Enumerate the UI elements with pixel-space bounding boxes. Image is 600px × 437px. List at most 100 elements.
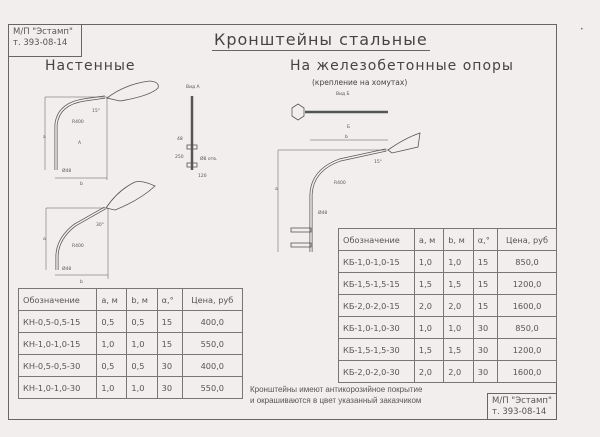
cell: 1,0 <box>443 250 474 273</box>
dim-radius: R400 <box>334 180 346 186</box>
stamp-sheet: т. 393-08-14 <box>492 407 547 417</box>
view-a-label: Вид А <box>186 84 201 90</box>
lamp-icon <box>106 80 159 102</box>
cell: 1600,0 <box>497 294 557 317</box>
dim-48: 48 <box>177 136 183 142</box>
cell: 2,0 <box>443 294 474 317</box>
cell: 1,5 <box>443 338 474 361</box>
header-price: Цена, руб <box>497 228 557 251</box>
view-b-label: Вид Б <box>336 91 350 97</box>
cell: 400,0 <box>181 354 244 377</box>
dim-b: b <box>345 134 348 140</box>
header-b: b, м <box>126 288 158 311</box>
dim-angle: 15° <box>374 159 382 165</box>
cell: КН-0,5-0,5-30 <box>17 354 98 377</box>
cell: 550,0 <box>181 332 244 355</box>
header-designation: Обозначение <box>17 288 98 311</box>
cell: 2,0 <box>443 360 474 383</box>
page-title: Кронштейны стальные <box>212 30 430 51</box>
cell: 0,5 <box>96 310 128 333</box>
wall-bracket-30-drawing: a b Ø48 R400 30° <box>43 181 156 285</box>
lamp-icon <box>387 132 421 154</box>
coating-note: Кронштейны имеют антикорозийное покрытие… <box>250 384 482 406</box>
dim-b: b <box>80 181 83 187</box>
stamp-sheet: т. 393-08-14 <box>13 38 68 48</box>
cell: 2,0 <box>413 360 445 383</box>
cell: 15 <box>472 294 499 317</box>
dim-b: b <box>80 279 83 285</box>
header-angle: α,° <box>156 288 183 311</box>
view-a-drawing: Вид А 48 250 120 Ø8 отв. <box>175 84 217 179</box>
stamp-bottom-right: М/П "Эстамп" т. 393-08-14 <box>487 393 557 420</box>
dim-diameter: Ø48 <box>62 167 71 174</box>
cell: 1200,0 <box>497 338 557 361</box>
dim-diameter: Ø48 <box>62 265 71 272</box>
view-marker-b: Б <box>347 124 350 130</box>
header-b: b, м <box>443 228 474 251</box>
cell: 1600,0 <box>497 360 557 383</box>
cell: КБ-1,0-1,0-15 <box>338 250 415 273</box>
note-line-1: Кронштейны имеют антикорозийное покрытие <box>250 385 423 394</box>
header-price: Цена, руб <box>181 288 244 311</box>
pole-heading: На железобетонные опоры <box>290 58 514 74</box>
cell: 0,5 <box>126 354 158 377</box>
table-header-row: Обозначение a, м b, м α,° Цена, руб <box>338 228 557 251</box>
header-angle: α,° <box>472 228 499 251</box>
header-designation: Обозначение <box>338 228 415 251</box>
cell: 1,0 <box>443 316 474 339</box>
lamp-icon <box>105 181 156 211</box>
table-header-row: Обозначение a, м b, м α,° Цена, руб <box>17 288 244 311</box>
cell: 30 <box>472 316 499 339</box>
cell: 1,0 <box>96 332 128 355</box>
cell: КБ-1,0-1,0-30 <box>338 316 415 339</box>
cell: КН-0,5-0,5-15 <box>17 310 98 333</box>
cell: 1,0 <box>126 332 158 355</box>
cell: 15 <box>472 250 499 273</box>
cell: 1200,0 <box>497 272 557 295</box>
dim-angle: 30° <box>96 222 104 228</box>
cell: 1,0 <box>413 250 445 273</box>
cell: 1,5 <box>443 272 474 295</box>
pole-bracket-drawing: a b Б R400 Ø48 15° <box>275 124 421 252</box>
cell: 0,5 <box>96 354 128 377</box>
cell: 850,0 <box>497 316 557 339</box>
cell: 2,0 <box>413 294 445 317</box>
dim-radius: R400 <box>72 243 84 249</box>
cell: 15 <box>156 310 183 333</box>
drawing-frame <box>8 24 557 420</box>
cell: 1,5 <box>413 338 445 361</box>
cell: КБ-1,5-1,5-30 <box>338 338 415 361</box>
stamp-top-left: М/П "Эстамп" т. 393-08-14 <box>8 24 82 57</box>
cell: 1,0 <box>126 376 158 399</box>
cell: 30 <box>472 338 499 361</box>
stamp-org: М/П "Эстамп" <box>492 396 552 406</box>
cell: 1,0 <box>96 376 128 399</box>
pole-subheading: (крепление на хомутах) <box>312 78 408 87</box>
cell: 0,5 <box>126 310 158 333</box>
cell: КБ-1,5-1,5-15 <box>338 272 415 295</box>
dim-a: a <box>275 187 278 192</box>
header-a: a, м <box>96 288 128 311</box>
cell: 850,0 <box>497 250 557 273</box>
dim-angle: 15° <box>92 108 100 114</box>
wall-bracket-table: Обозначение a, м b, м α,° Цена, руб КН-0… <box>17 288 244 399</box>
cell: 400,0 <box>181 310 244 333</box>
dim-diameter: Ø48 <box>318 209 327 216</box>
dim-a: a <box>43 135 46 140</box>
cell: 1,5 <box>413 272 445 295</box>
view-marker-a: A <box>78 140 82 146</box>
cell: 30 <box>156 376 183 399</box>
cell: КН-1,0-1,0-15 <box>17 332 98 355</box>
wall-heading: Настенные <box>45 58 136 74</box>
cell: 30 <box>472 360 499 383</box>
